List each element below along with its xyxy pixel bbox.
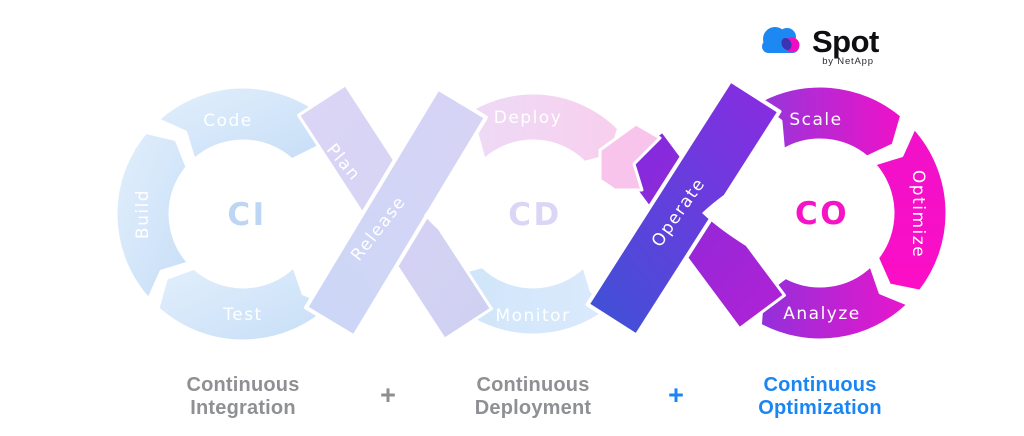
overlap-lens [781, 38, 792, 50]
co-step-analyze: Analyze [783, 304, 861, 324]
co-center-disc [750, 143, 890, 283]
ci-step-build: Build [133, 189, 153, 239]
spot-cloud-icon [762, 27, 800, 53]
ci-arc-test [156, 265, 333, 343]
footer-co-line1: Continuous [763, 374, 877, 396]
brand-name: Spot [812, 24, 879, 59]
co-step-scale: Scale [789, 110, 842, 130]
operate-ribbon [585, 78, 782, 338]
cd-center-disc [463, 144, 603, 284]
ci-step-test: Test [222, 305, 262, 325]
cd-arc-deploy [450, 91, 621, 164]
spot-logo: Spot by NetApp [762, 24, 880, 67]
co-abbr: CO [795, 196, 849, 232]
footer-continuous-integration: Continuous Integration [123, 374, 363, 420]
crossing-cd-co [585, 78, 786, 338]
deploy-arrowhead [598, 122, 662, 192]
co-arc-analyze [758, 264, 910, 342]
footer-cd-line1: Continuous [476, 374, 590, 396]
footer-continuous-optimization: Continuous Optimization [700, 374, 940, 420]
co-arc-scale [755, 84, 904, 159]
co-center-point [702, 168, 766, 258]
co-arc-optimize [872, 126, 949, 293]
plus-sign-1: + [380, 380, 396, 410]
footer-continuous-deployment: Continuous Deployment [413, 374, 653, 420]
cd-abbr: CD [508, 197, 561, 233]
footer-co-line2: Optimization [758, 397, 882, 419]
footer-ci-line2: Integration [190, 397, 296, 419]
ci-center-point [296, 170, 350, 258]
loop-arcs [114, 84, 949, 343]
cd-center-point-left [424, 172, 478, 258]
plus-sign-2: + [668, 380, 684, 410]
cd-step-monitor: Monitor [495, 306, 570, 326]
ci-step-code: Code [203, 111, 253, 131]
ci-center-disc [173, 144, 313, 284]
release-ribbon [304, 86, 488, 339]
brand-byline: by NetApp [822, 56, 874, 67]
ci-arc-build [114, 130, 191, 301]
loop-centers [173, 143, 890, 284]
loop-abbrs: CI CD CO [227, 196, 849, 233]
co-step-optimize: Optimize [908, 170, 928, 258]
footer-ci-line1: Continuous [186, 374, 300, 396]
cd-center-point-right [590, 172, 644, 258]
cd-step-deploy: Deploy [494, 108, 563, 128]
ci-abbr: CI [227, 197, 266, 233]
footer-cd-line2: Deployment [474, 397, 592, 419]
crossing-ci-cd [297, 83, 493, 341]
